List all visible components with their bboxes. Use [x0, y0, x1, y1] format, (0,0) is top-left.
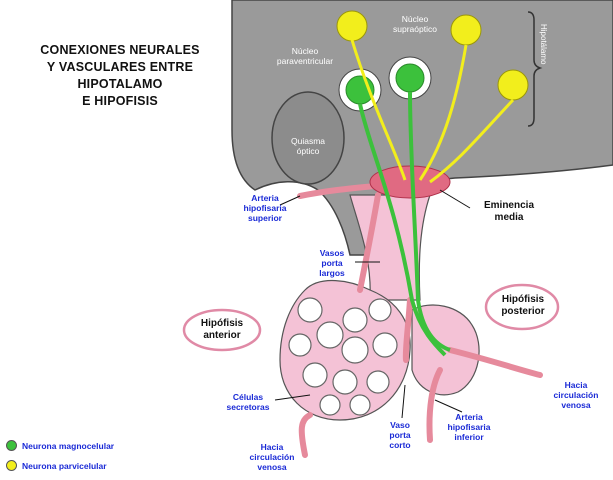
legend-item-parvicelular: Neurona parvicelular	[6, 460, 107, 471]
label-nucleo-paraventricular: Núcleo paraventricular	[276, 46, 334, 66]
hypothalamus-bracket	[527, 11, 543, 127]
posterior-pituitary-highlight	[484, 283, 560, 331]
magnocellular-neurons	[338, 56, 451, 357]
anterior-pituitary-highlight	[182, 308, 262, 352]
label-hipotalamo: Hipotálamo	[539, 24, 548, 65]
legend-label-parvicelular: Neurona parvicelular	[22, 460, 107, 471]
diagram-title: CONEXIONES NEURALES Y VASCULARES ENTRE H…	[40, 43, 200, 108]
label-vasos-porta-largos: Vasos porta largos	[319, 248, 345, 278]
label-hipofisis-anterior: Hipófisis anterior	[200, 318, 244, 341]
optic-chiasm	[271, 91, 345, 185]
label-eminencia-media: Eminencia media	[483, 200, 535, 223]
label-vaso-porta-corto: Vaso porta corto	[389, 420, 411, 450]
yellow-dot-icon	[6, 460, 17, 471]
legend-label-magnocelular: Neurona magnocelular	[22, 440, 115, 451]
secretory-cells	[288, 297, 398, 416]
label-quiasma-optico: Quiasma óptico	[290, 136, 325, 156]
label-hacia-circulacion-venosa-left: Hacia circulación venosa	[249, 442, 295, 472]
legend-item-magnocelular: Neurona magnocelular	[6, 440, 114, 451]
label-hipofisis-posterior: Hipófisis posterior	[501, 294, 545, 317]
pointer-lines	[274, 189, 471, 419]
label-nucleo-supraoptico: Núcleo supraóptico	[393, 14, 437, 34]
label-hacia-circulacion-venosa-right: Hacia circulación venosa	[553, 380, 599, 410]
label-celulas-secretoras: Células secretoras	[226, 392, 270, 412]
parvicellular-neurons	[336, 10, 529, 184]
label-arteria-hipofisaria-inferior: Arteria hipofisaria inferior	[447, 412, 491, 442]
vessels	[297, 182, 543, 458]
label-arteria-hipofisaria-superior: Arteria hipofisaria superior	[243, 193, 287, 223]
green-dot-icon	[6, 440, 17, 451]
